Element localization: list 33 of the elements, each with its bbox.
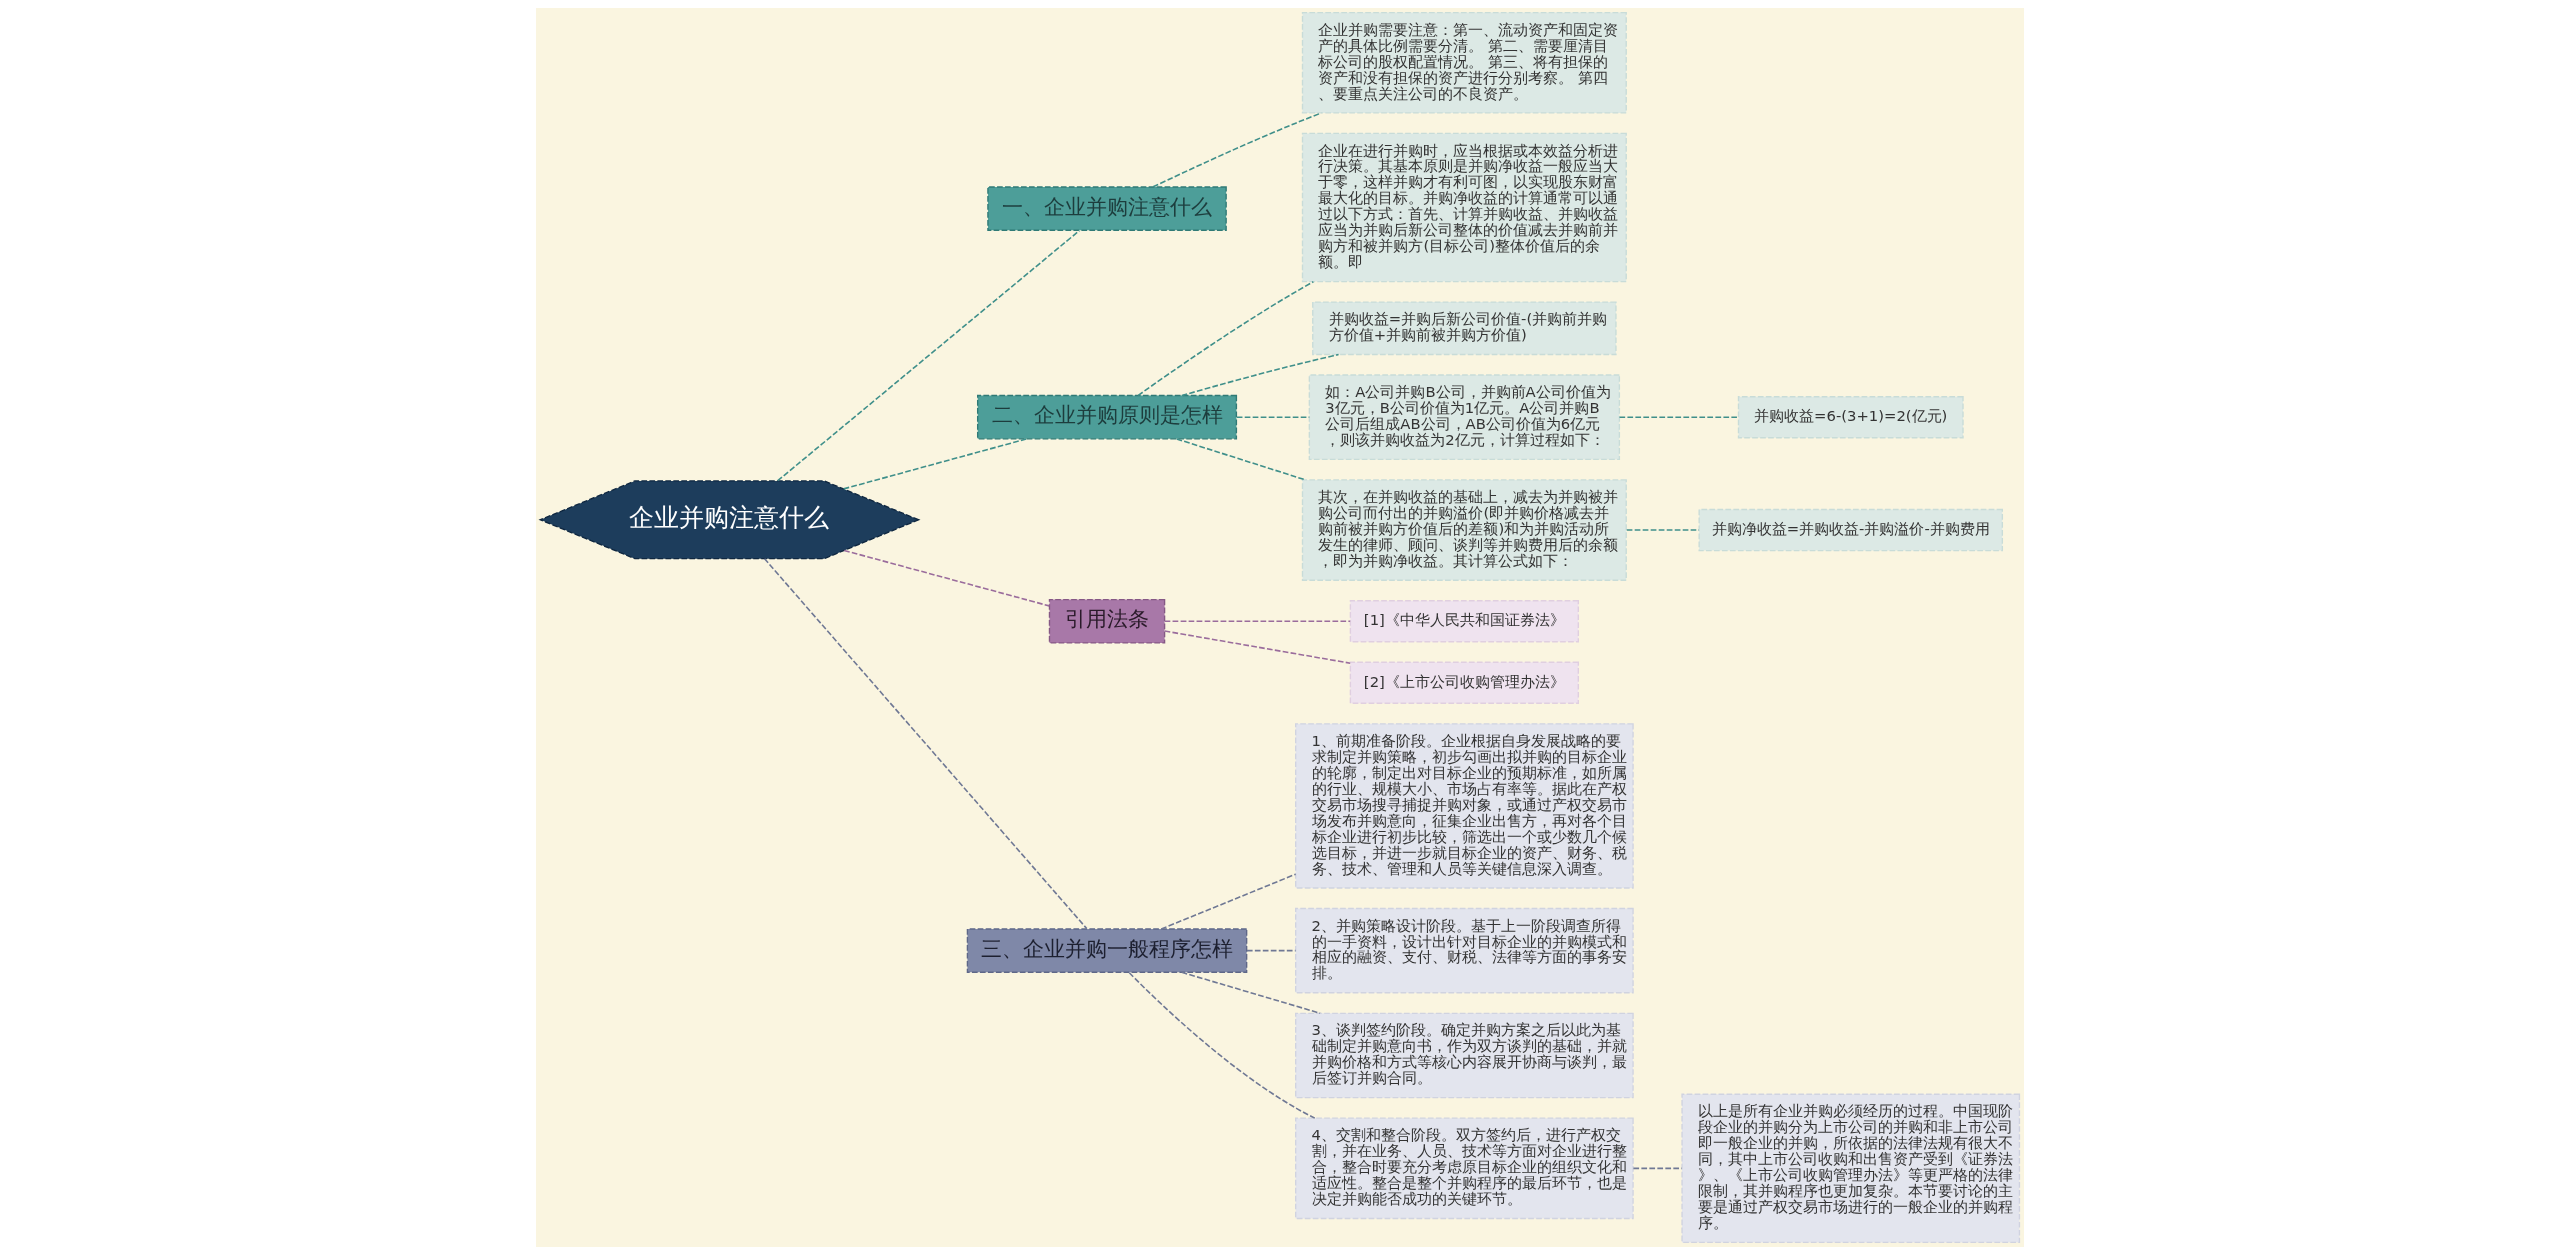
connector <box>1181 353 1340 397</box>
node-box: 其次，在并购收益的基础上，减去为并购被并购公司而付出的并购溢价(即并购价格减去并购前被并购方价值后的差额)和为并购活动所发生的律师、顾问、谈判等并购费用后的余额，即为并购净收益。其计算公式如下： <box>1301 479 1627 581</box>
node-box: [1]《中华人民共和国证券法》 <box>1349 600 1580 643</box>
node-box: 如：A公司并购B公司，并购前A公司价值为3亿元，B公司价值为1亿元。A公司并购B公司后组成AB公司，AB公司价值为6亿元，则该并购收益为2亿元，计算过程如下： <box>1308 374 1621 461</box>
node-box: 一、企业并购注意什么 <box>987 186 1227 231</box>
node-box: 二、企业并购原则是怎样 <box>977 394 1238 440</box>
node-box: 企业在进行并购时，应当根据或本效益分析进行决策。其基本原则是并购净收益一般应当大于零，这样并购才有利可图，以实现股东财富最大化的目标。并购净收益的计算通常可以通过以下方式：首先、计算并购收益、并购收益应当为并购后新公司整体的价值减去并购前并购方和被并购方(目标公司)整体价值后的余额。即 <box>1301 132 1627 283</box>
node-box: 并购净收益=并购收益-并购溢价-并购费用 <box>1698 508 2004 552</box>
connector <box>1164 630 1351 664</box>
connector <box>1137 280 1315 397</box>
connector <box>1618 416 1740 418</box>
connector <box>1164 620 1351 623</box>
connector <box>843 549 1050 607</box>
connector <box>776 229 1081 482</box>
node-box: 1、前期准备阶段。企业根据自身发展战略的要求制定并购策略，初步勾画出拟并购的目标企业的轮廓，制定出对目标企业的预期标准，如所属的行业、规模大小、市场占有率等。据此在产权交易市场搜寻捕捉并购对象，或通过产权交易市场发布并购意向，征集企业出售方，再对各个目标企业进行初步比较，筛选出一个或少数几个候选目标，并进一步就目标企业的资产、财务、税务、技术、管理和人员等关键信息深入调查。 <box>1295 723 1634 889</box>
node-box: 三、企业并购一般程序怎样 <box>966 928 1248 973</box>
node-box: 并购收益=并购后新公司价值-(并购前并购方价值+并购前被并购方价值) <box>1312 301 1617 356</box>
connector <box>1175 438 1306 481</box>
connector <box>763 558 1088 930</box>
node-box: 并购收益=6-(3+1)=2(亿元) <box>1737 396 1964 439</box>
node-box: 3、谈判签约阶段。确定并购方案之后以此为基础制定并购意向书，作为双方谈判的基础，并就并购价格和方式等核心内容展开协商与谈判，最后签订并购合同。 <box>1295 1012 1634 1099</box>
connector <box>1128 972 1316 1119</box>
connector <box>1160 873 1297 930</box>
node-box: 引用法条 <box>1048 598 1166 644</box>
node-box: [2]《上市公司收购管理办法》 <box>1349 661 1580 704</box>
connector <box>1180 971 1321 1015</box>
connector <box>1246 949 1297 952</box>
connector <box>842 438 1028 490</box>
node-box: 2、并购策略设计阶段。基于上一阶段调查所得的一手资料，设计出针对目标企业的并购模式和相应的融资、支付、财税、法律等方面的事务安排。 <box>1295 907 1634 994</box>
node-box: 企业并购需要注意：第一、流动资产和固定资产的具体比例需要分清。 第二、需要厘清目标公司的股权配置情况。 第三、将有担保的资产和没有担保的资产进行分别考察。 第四、要重点关注公司的不良资产。 <box>1301 11 1627 114</box>
node-box: 以上是所有企业并购必须经历的过程。中国现阶段企业的并购分为上市公司的并购和非上市公司即一般企业的并购，所依据的法律法规有很大不同，其中上市公司收购和出售资产受到《证券法》、《上市公司收购管理办法》等更严格的法律限制，其并购程序也更加复杂。本节要讨论的主要是通过产权交易市场进行的一般企业的并购程序。 <box>1681 1093 2021 1244</box>
node-box: 4、交割和整合阶段。双方签约后，进行产权交割，并在业务、人员、技术等方面对企业进行整合，整合时要充分考虑原目标企业的组织文化和适应性。整合是整个并购程序的最后环节，也是决定并购能否成功的关键环节。 <box>1295 1117 1634 1220</box>
connector <box>1632 1167 1683 1170</box>
